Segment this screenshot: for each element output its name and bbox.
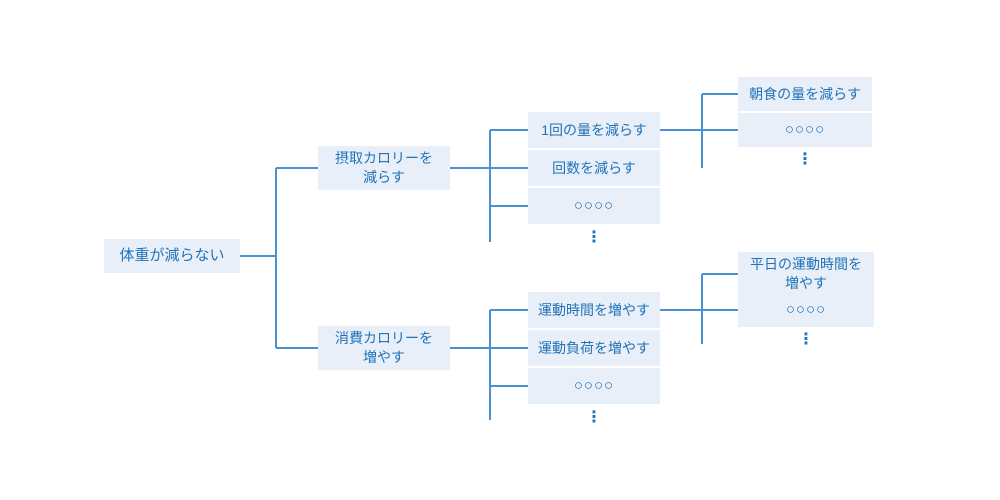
- node-placeholder-bottom: ○○○○: [528, 368, 660, 404]
- node-increase-exercise-load: 運動負荷を増やす: [528, 330, 660, 366]
- node-label: 回数を減らす: [552, 159, 636, 176]
- placeholder-circles: ○○○○: [784, 120, 826, 138]
- node-label-line1: 平日の運動時間を: [750, 256, 862, 273]
- node-increase-exercise-time: 運動時間を増やす: [528, 292, 660, 328]
- node-label-line2: 増やす: [785, 275, 827, 291]
- node-reduce-portion-per-meal: 1回の量を減らす: [528, 112, 660, 148]
- node-root-weight-not-decreasing: 体重が減らない: [104, 239, 240, 273]
- node-increase-weekday-exercise-time: 平日の運動時間を 増やす: [738, 252, 874, 296]
- node-reduce-meal-frequency: 回数を減らす: [528, 150, 660, 186]
- ellipsis-more-items-l4-top: ⋮: [797, 151, 813, 168]
- placeholder-circles: ○○○○: [785, 300, 827, 318]
- node-label: 1回の量を減らす: [541, 121, 647, 138]
- node-reduce-breakfast-amount: 朝食の量を減らす: [738, 77, 872, 111]
- node-placeholder-grandchild-top: ○○○○: [738, 113, 872, 147]
- placeholder-circles: ○○○○: [573, 376, 615, 394]
- placeholder-circles: ○○○○: [573, 196, 615, 214]
- node-label-line1: 消費カロリーを: [335, 330, 433, 347]
- node-label: 運動負荷を増やす: [538, 339, 650, 356]
- node-placeholder-grandchild-bottom: ○○○○: [738, 293, 874, 327]
- node-label: 運動時間を増やす: [538, 301, 650, 318]
- node-label: 朝食の量を減らす: [749, 85, 861, 102]
- node-reduce-intake-calories: 摂取カロリーを 減らす: [318, 146, 450, 190]
- ellipsis-more-items-l3-top: ⋮: [586, 229, 602, 246]
- node-label-line1: 摂取カロリーを: [335, 150, 433, 167]
- node-placeholder-top: ○○○○: [528, 188, 660, 224]
- node-label-line2: 減らす: [363, 169, 405, 185]
- node-label-line2: 増やす: [363, 349, 405, 365]
- node-label: 体重が減らない: [119, 246, 225, 264]
- ellipsis-more-items-l4-bottom: ⋮: [798, 331, 814, 348]
- node-increase-burned-calories: 消費カロリーを 増やす: [318, 326, 450, 370]
- ellipsis-more-items-l3-bottom: ⋮: [586, 409, 602, 426]
